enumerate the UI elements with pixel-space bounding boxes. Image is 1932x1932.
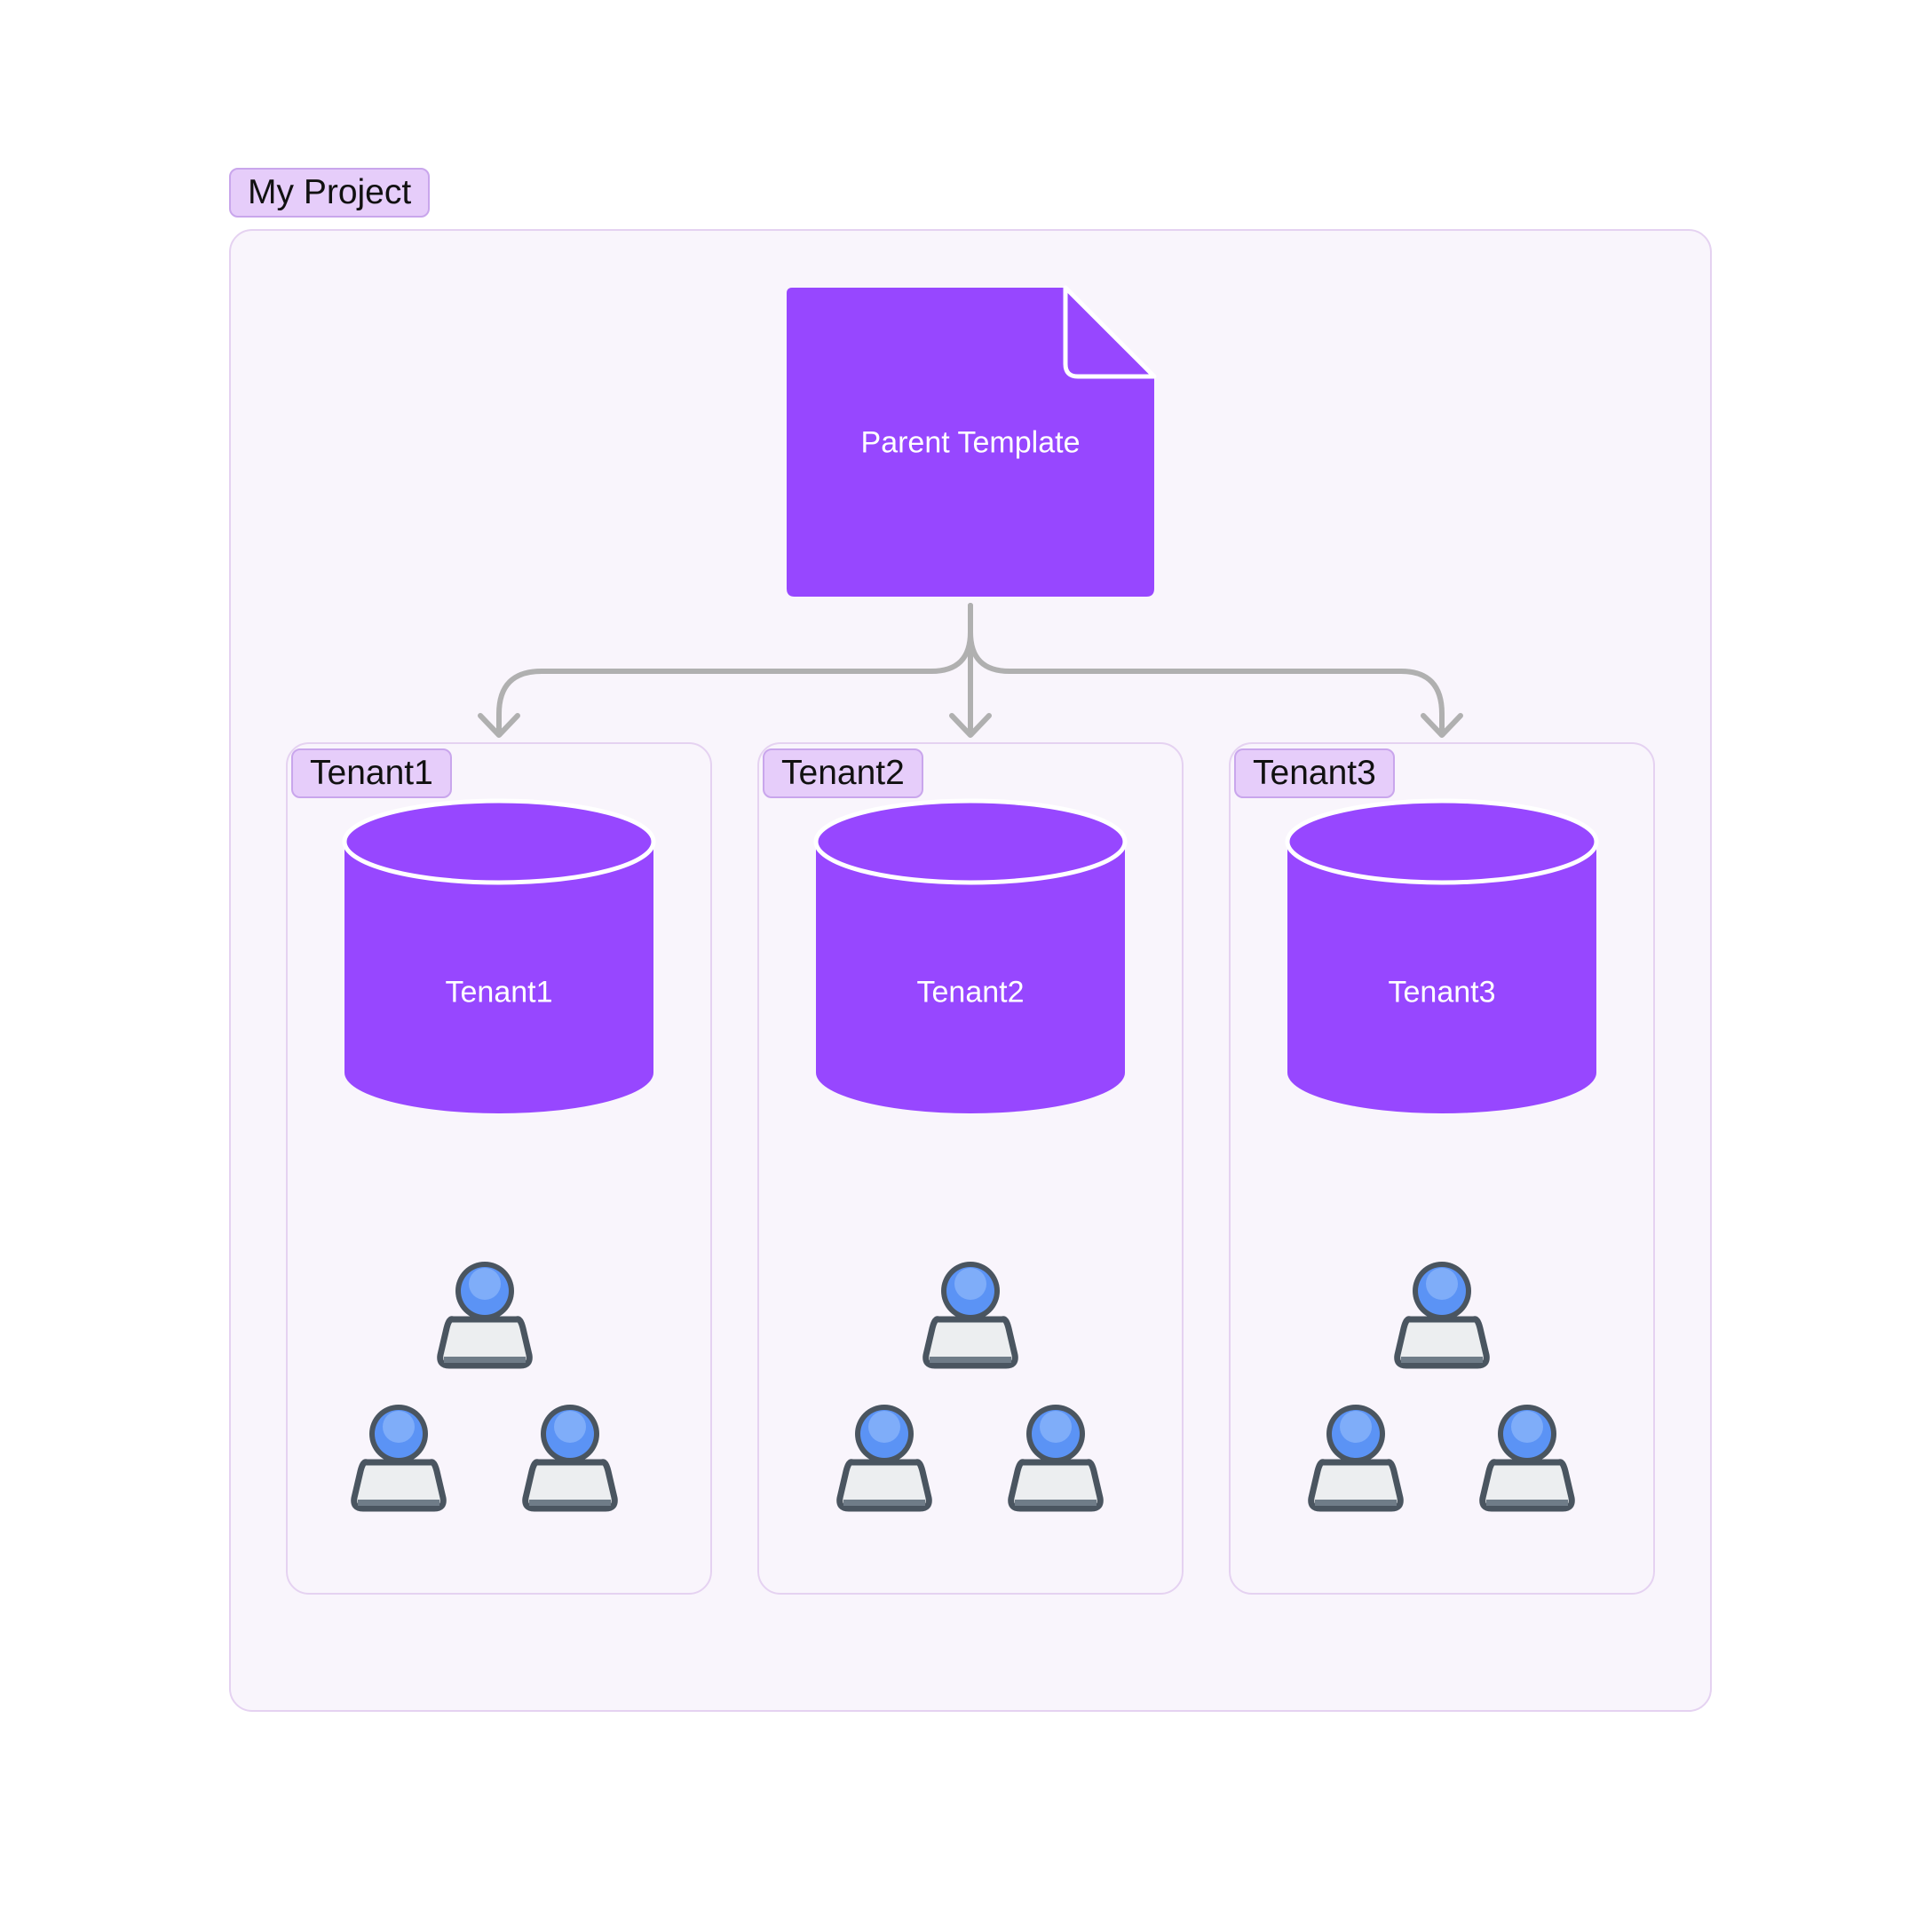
database-cylinder-icon — [1287, 801, 1596, 1113]
user-icon — [1483, 1405, 1572, 1508]
connector-to-tenant1 — [496, 603, 973, 736]
user-icon — [440, 1262, 530, 1366]
database-cylinder-icon — [816, 801, 1125, 1113]
document-icon — [787, 285, 1157, 597]
user-icon — [1398, 1262, 1487, 1366]
tenant-group-label-2: Tenant2 — [763, 748, 923, 798]
user-icon — [926, 1262, 1016, 1366]
connector-to-tenant3 — [968, 603, 1445, 736]
tenant-group-label-1: Tenant1 — [291, 748, 452, 798]
database-label-tenant3: Tenant3 — [1388, 975, 1496, 1010]
arrow-down-icon — [1421, 713, 1463, 738]
database-cylinder-icon — [344, 801, 653, 1113]
tenant-group-label-3: Tenant3 — [1234, 748, 1395, 798]
arrow-down-icon — [949, 713, 992, 738]
project-label: My Project — [229, 168, 431, 218]
user-icon — [1311, 1405, 1401, 1508]
arrow-down-icon — [478, 713, 520, 738]
parent-template-label: Parent Template — [860, 425, 1081, 460]
connectors — [478, 603, 1463, 738]
user-icon — [1011, 1405, 1101, 1508]
user-icon — [354, 1405, 444, 1508]
database-label-tenant1: Tenant1 — [445, 975, 553, 1010]
user-icon — [526, 1405, 615, 1508]
user-icon — [840, 1405, 930, 1508]
database-label-tenant2: Tenant2 — [916, 975, 1025, 1010]
